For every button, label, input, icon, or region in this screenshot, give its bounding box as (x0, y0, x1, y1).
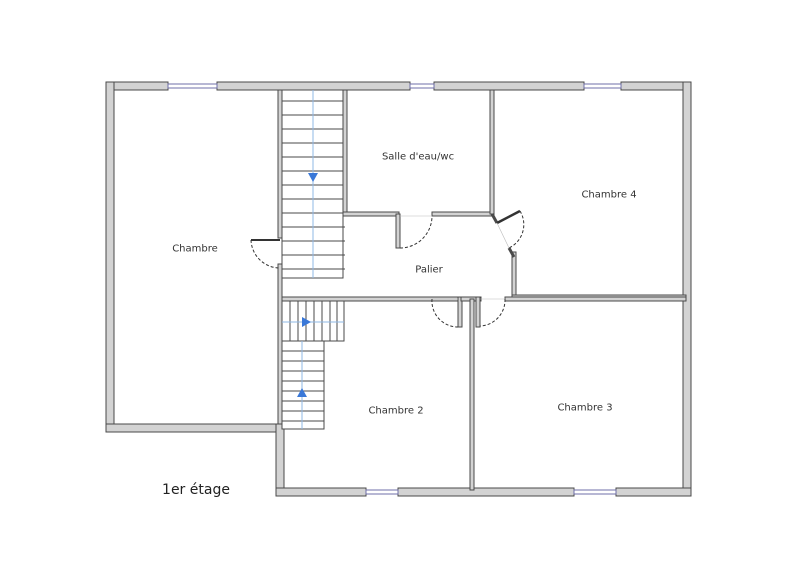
staircase-lower (281, 300, 345, 430)
door-chambre2 (431, 298, 459, 328)
room-label-salle-eau: Salle d'eau/wc (381, 151, 455, 163)
exterior-walls (105, 81, 692, 497)
window-salle-eau (409, 83, 435, 89)
room-label-chambre3: Chambre 3 (557, 402, 613, 414)
stair-arrow-right-icon (302, 317, 311, 327)
window-chambre4 (583, 83, 622, 89)
windows (167, 83, 622, 495)
door-chambre3 (479, 298, 506, 327)
room-label-palier: Palier (415, 264, 443, 276)
window-chambre2 (365, 489, 399, 495)
stair-arrow-down-icon (308, 173, 318, 182)
room-label-chambre: Chambre (172, 243, 218, 255)
window-chambre3 (573, 489, 617, 495)
window-chambre (167, 83, 218, 89)
door-salle-eau (399, 215, 433, 249)
stair-arrow-up-icon (297, 388, 307, 397)
floor-label: 1er étage (162, 482, 230, 498)
doors (250, 209, 525, 328)
room-label-chambre2: Chambre 2 (368, 405, 424, 417)
staircase-upper (281, 89, 345, 279)
angled-wall (490, 213, 516, 258)
door-chambre4 (496, 209, 521, 225)
room-label-chambre4: Chambre 4 (581, 189, 637, 201)
interior-walls (277, 89, 687, 491)
